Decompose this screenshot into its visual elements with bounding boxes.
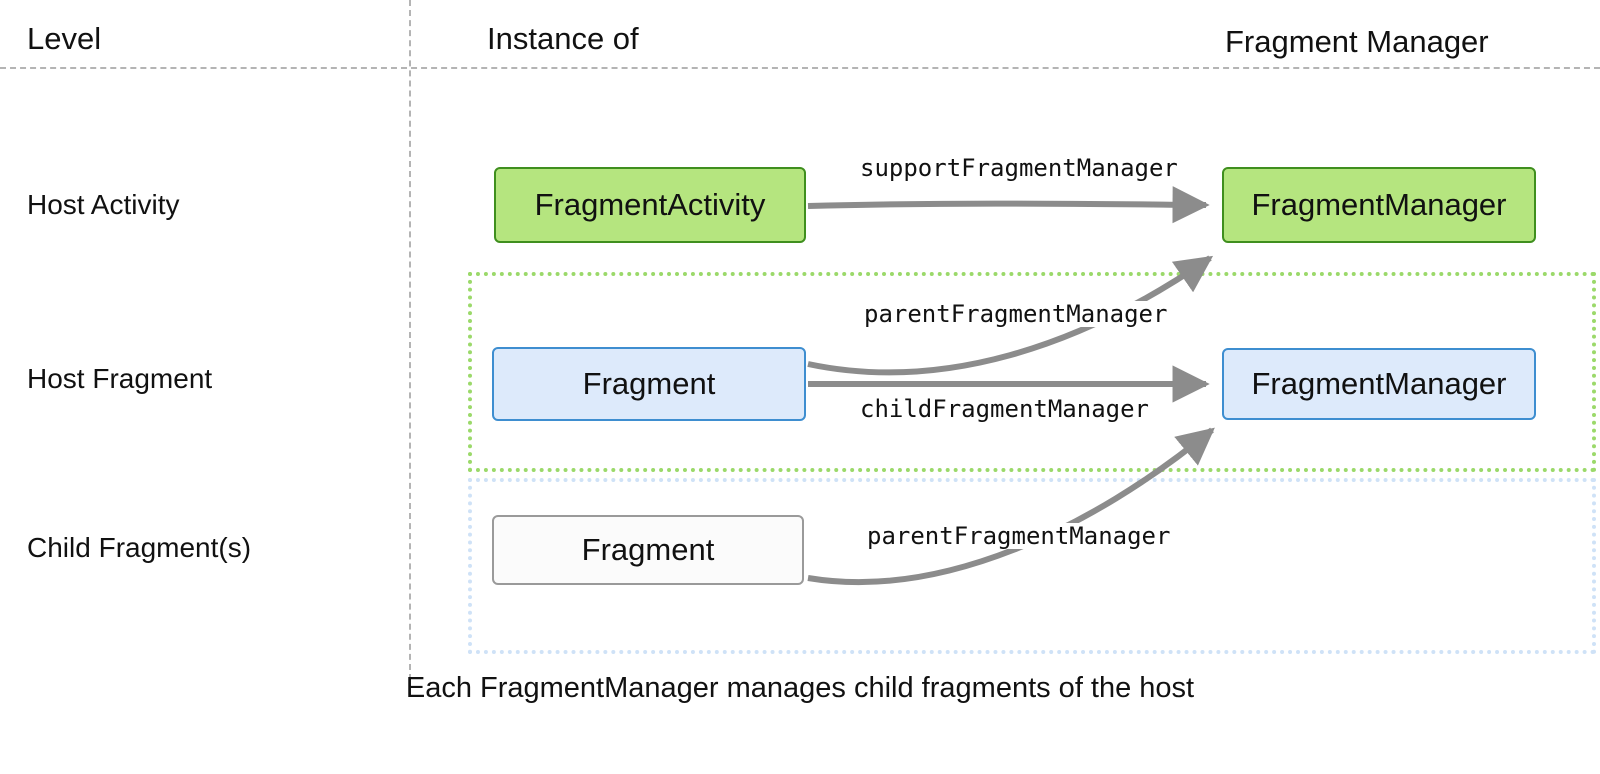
diagram-caption: Each FragmentManager manages child fragm… <box>405 672 1195 704</box>
node-fragment-manager-activity[interactable]: FragmentManager <box>1222 167 1536 243</box>
row-label-host-fragment: Host Fragment <box>27 363 213 394</box>
arrow-support-fragment-manager <box>807 186 1210 224</box>
header-level: Level <box>27 21 102 56</box>
row-label-host-activity: Host Activity <box>27 189 180 220</box>
header-divider-horizontal <box>0 67 1600 69</box>
edge-label-child-fragment-manager: childFragmentManager <box>857 396 1152 422</box>
row-label-child-fragment: Child Fragment(s) <box>27 532 252 563</box>
edge-label-parent-fragment-manager-child: parentFragmentManager <box>864 523 1174 549</box>
node-fragment-manager-host[interactable]: FragmentManager <box>1222 348 1536 420</box>
node-fragment-child[interactable]: Fragment <box>492 515 804 585</box>
edge-label-parent-fragment-manager-host: parentFragmentManager <box>861 301 1171 327</box>
edge-label-support-fragment-manager: supportFragmentManager <box>857 155 1181 181</box>
node-fragment-host[interactable]: Fragment <box>492 347 806 421</box>
header-instance-of: Instance of <box>487 21 639 56</box>
node-fragment-activity[interactable]: FragmentActivity <box>494 167 806 243</box>
column-divider-vertical <box>409 0 411 680</box>
header-fragment-manager: Fragment Manager <box>1225 24 1489 59</box>
